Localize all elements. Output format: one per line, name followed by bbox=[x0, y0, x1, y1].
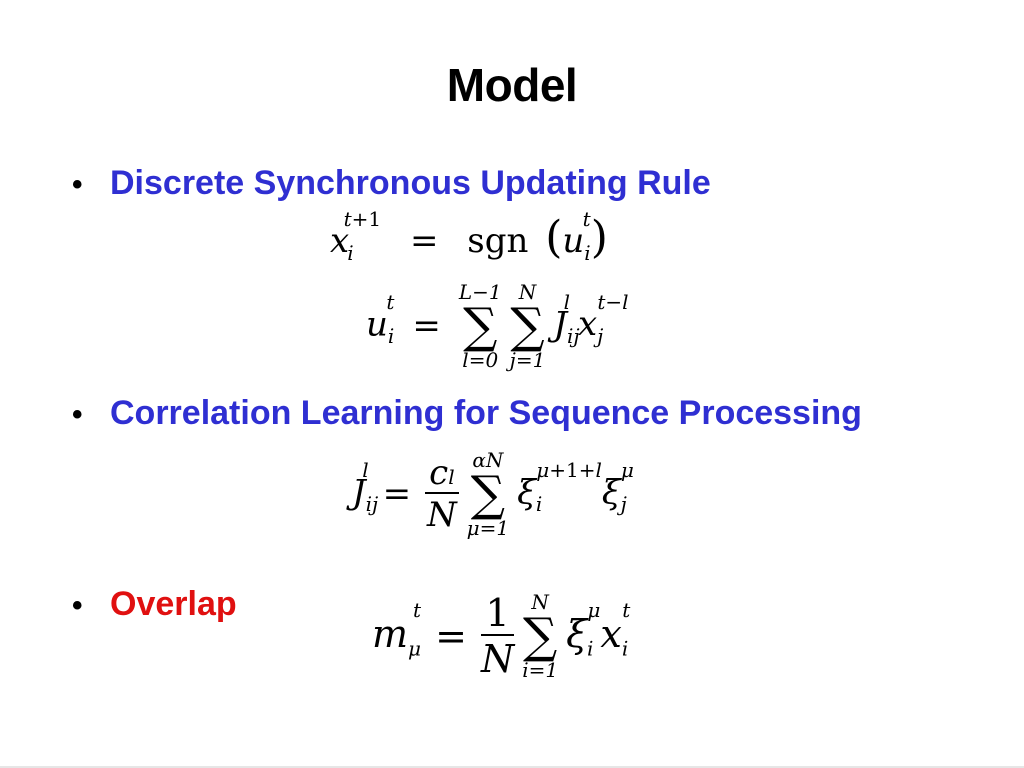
equation-update-rule: xit+1 = sgn (uit) bbox=[330, 206, 608, 265]
equation-local-field: uit = L−1∑l=0 N∑j=1 Jijlxjt−l bbox=[366, 280, 629, 372]
bullet-dot: • bbox=[72, 398, 83, 431]
footer-divider bbox=[0, 766, 1024, 768]
bullet-item-update-rule: • Discrete Synchronous Updating Rule bbox=[72, 164, 711, 203]
bullet-item-overlap: • Overlap bbox=[72, 585, 237, 624]
bullet-text-update-rule: Discrete Synchronous Updating Rule bbox=[110, 164, 711, 202]
bullet-text-overlap: Overlap bbox=[110, 585, 237, 623]
bullet-item-correlation-learning: • Correlation Learning for Sequence Proc… bbox=[72, 394, 862, 433]
page-title: Model bbox=[446, 59, 578, 111]
bullet-dot: • bbox=[72, 589, 83, 622]
bullet-text-correlation-learning: Correlation Learning for Sequence Proces… bbox=[110, 394, 862, 432]
bullet-dot: • bbox=[72, 168, 83, 201]
